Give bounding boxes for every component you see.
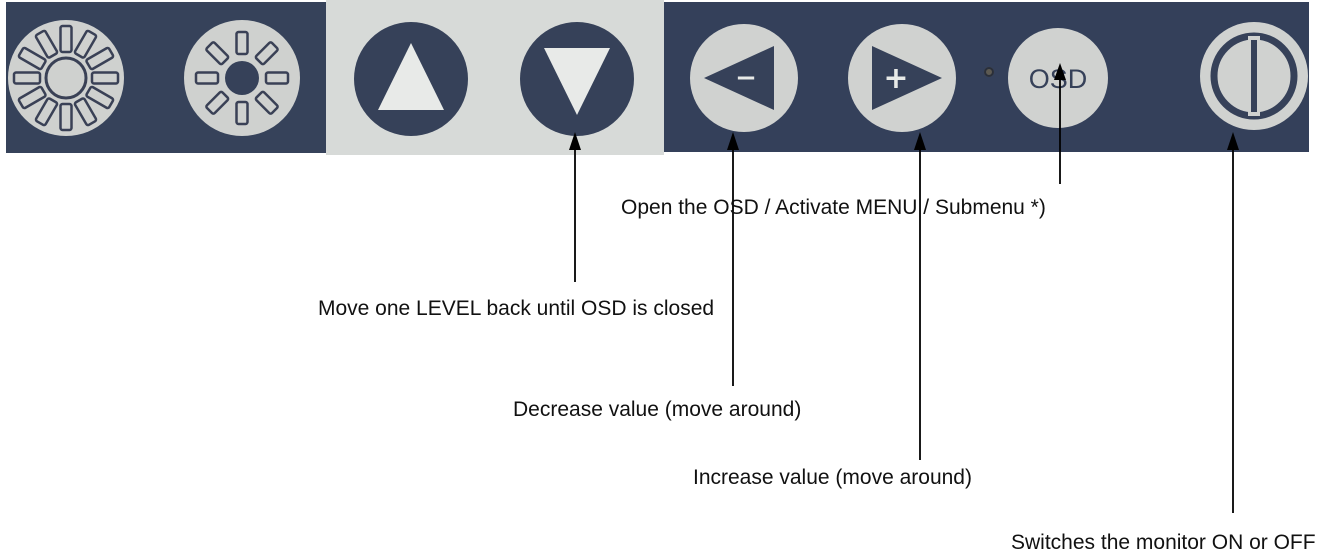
plus-glyph: + bbox=[883, 61, 908, 96]
monitor-control-panel: − + OSD bbox=[6, 0, 1309, 155]
plus-button[interactable]: + bbox=[846, 22, 958, 134]
triangle-down-icon bbox=[520, 22, 634, 136]
brightness-button[interactable] bbox=[6, 18, 126, 138]
sun-ray bbox=[90, 71, 120, 85]
sun-ray bbox=[264, 71, 290, 85]
sun-ray bbox=[205, 41, 230, 66]
down-arrowhead bbox=[569, 132, 581, 150]
triangle-left-minus-icon: − bbox=[690, 24, 798, 132]
sun-ray bbox=[235, 100, 249, 126]
sun-ray bbox=[194, 71, 220, 85]
sun-ray bbox=[73, 97, 98, 127]
sun-ray bbox=[85, 85, 115, 110]
power-led bbox=[984, 67, 994, 77]
triangle-up-icon bbox=[354, 22, 468, 136]
plus-callout-label: Increase value (move around) bbox=[693, 466, 972, 489]
sun-ray bbox=[254, 90, 279, 115]
sun-ray bbox=[17, 46, 47, 71]
osd-arrowhead bbox=[1054, 63, 1066, 80]
power-icon bbox=[1200, 22, 1308, 130]
minus-glyph: − bbox=[735, 63, 757, 93]
triangle-right-plus-icon: + bbox=[848, 24, 956, 132]
sun-icon-small-center bbox=[184, 20, 300, 136]
power-callout-label: Switches the monitor ON or OFF bbox=[1011, 531, 1316, 554]
minus-button[interactable]: − bbox=[688, 22, 800, 134]
sun-ray bbox=[254, 41, 279, 66]
sun-ray bbox=[85, 46, 115, 71]
minus-callout-label: Decrease value (move around) bbox=[513, 398, 802, 421]
sun-ray bbox=[12, 71, 42, 85]
power-arrowhead bbox=[1227, 132, 1239, 150]
osd-callout-label: Open the OSD / Activate MENU / Submenu *… bbox=[621, 196, 1046, 219]
contrast-button[interactable] bbox=[182, 18, 302, 138]
sun-ray bbox=[34, 29, 59, 59]
down-callout-label: Move one LEVEL back until OSD is closed bbox=[318, 297, 715, 320]
sun-ray bbox=[59, 102, 73, 132]
sun-ray bbox=[34, 97, 59, 127]
sun-ray bbox=[59, 24, 73, 54]
sun-ray bbox=[205, 90, 230, 115]
sun-ray bbox=[235, 30, 249, 56]
sun-ray bbox=[73, 29, 98, 59]
minus-arrowhead bbox=[727, 132, 739, 150]
down-button[interactable] bbox=[518, 20, 636, 138]
plus-arrowhead bbox=[914, 132, 926, 150]
sun-icon-large-rays bbox=[8, 20, 124, 136]
sun-ray bbox=[17, 85, 47, 110]
up-button[interactable] bbox=[352, 20, 470, 138]
power-button[interactable] bbox=[1198, 20, 1310, 132]
